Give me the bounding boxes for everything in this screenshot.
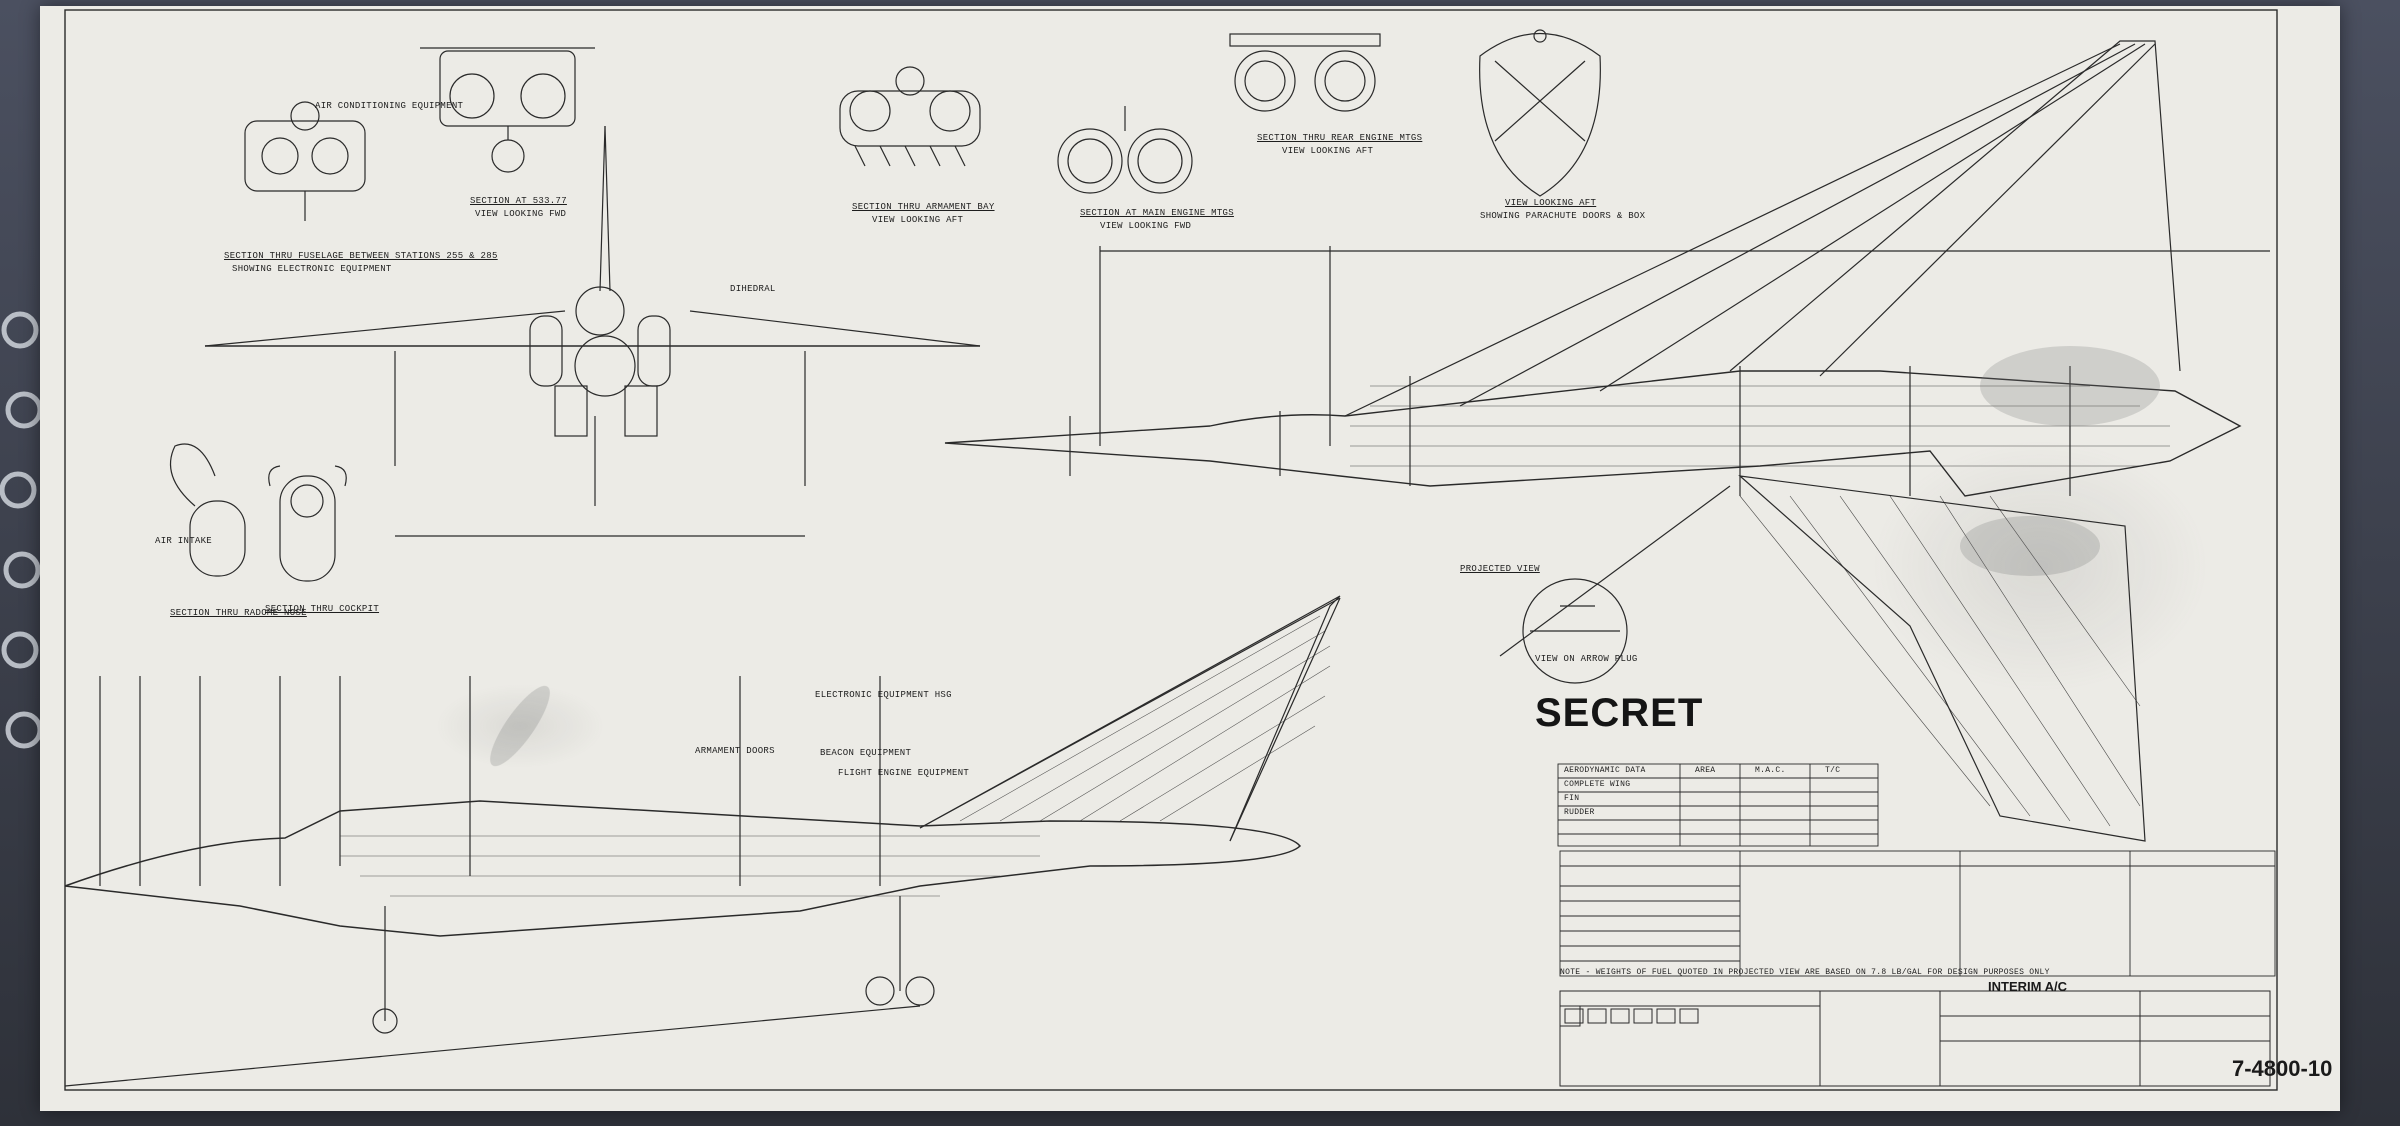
- dihedral-label: DIHEDRAL: [730, 284, 776, 294]
- section-armament-label: SECTION THRU ARMAMENT BAY: [852, 202, 995, 212]
- section-533-sketch: [420, 47, 595, 173]
- blueprint-sheet: SECTION THRU FUSELAGE BETWEEN STATIONS 2…: [40, 6, 2340, 1111]
- view-looking-aft-label: VIEW LOOKING AFT: [1505, 198, 1597, 208]
- front-view-sketch: [204, 125, 981, 537]
- section-rear-engine-sublabel: VIEW LOOKING AFT: [1282, 146, 1374, 156]
- table-cell: RUDDER: [1564, 808, 1595, 817]
- section-fuselage-sublabel: SHOWING ELECTRONIC EQUIPMENT: [232, 264, 392, 274]
- flight-engine-equip-label: FLIGHT ENGINE EQUIPMENT: [838, 768, 970, 778]
- air-intake-label: AIR INTAKE: [155, 536, 213, 546]
- section-main-engine-label: SECTION AT MAIN ENGINE MTGS: [1080, 208, 1234, 218]
- section-armament-sublabel: VIEW LOOKING AFT: [872, 215, 964, 225]
- classification-stamp: SECRET: [1535, 691, 1704, 735]
- projected-view-label: PROJECTED VIEW: [1460, 564, 1540, 574]
- section-fuselage-sketch: [244, 101, 366, 221]
- plan-view: [944, 40, 2270, 842]
- view-looking-aft-sketch: [1479, 29, 1601, 197]
- section-main-engine-sketch: [1057, 106, 1193, 194]
- section-533-label: SECTION AT 533.77: [470, 196, 567, 206]
- geometric-data-table: [1557, 763, 1879, 847]
- section-armament-sketch: [839, 66, 981, 167]
- table-header: T/C: [1825, 766, 1841, 775]
- cockpit-section-sketch: [268, 465, 347, 582]
- technical-drawing: [64, 9, 2278, 1091]
- radome-section-sketch: [169, 443, 246, 577]
- side-elevation: [64, 595, 1341, 1087]
- table-header: AREA: [1695, 766, 1716, 775]
- view-looking-aft-sublabel: SHOWING PARACHUTE DOORS & BOX: [1480, 211, 1646, 221]
- section-main-engine-sublabel: VIEW LOOKING FWD: [1100, 221, 1192, 231]
- section-rear-engine-sketch: [1229, 33, 1381, 112]
- section-cockpit-label: SECTION THRU COCKPIT: [265, 604, 380, 614]
- section-rear-engine-label: SECTION THRU REAR ENGINE MTGS: [1257, 133, 1423, 143]
- table-header: AERODYNAMIC DATA: [1564, 766, 1646, 775]
- armament-doors-label: ARMAMENT DOORS: [695, 746, 775, 756]
- table-header: M.A.C.: [1755, 766, 1786, 775]
- weights-note: NOTE - WEIGHTS OF FUEL QUOTED IN PROJECT…: [1560, 968, 2050, 977]
- table-cell: FIN: [1564, 794, 1580, 803]
- electronic-equip-label: ELECTRONIC EQUIPMENT HSG: [815, 690, 952, 700]
- side-elevation-hatching: [340, 615, 1331, 897]
- view-on-arrow-label: VIEW ON ARROW PLUG: [1535, 654, 1638, 664]
- plan-view-hatching: [1350, 385, 2170, 827]
- weights-table: [1559, 850, 2276, 977]
- beacon-equipment-label: BEACON EQUIPMENT: [820, 748, 912, 758]
- section-fuselage-label: SECTION THRU FUSELAGE BETWEEN STATIONS 2…: [224, 251, 498, 261]
- section-radome-label: SECTION THRU RADOME NOSE: [170, 608, 307, 618]
- air-conditioning-label: AIR CONDITIONING EQUIPMENT: [315, 101, 464, 111]
- drawing-number: 7-4800-10: [2232, 1056, 2333, 1081]
- table-cell: COMPLETE WING: [1564, 780, 1631, 789]
- title-block-issue: INTERIM A/C: [1988, 979, 2067, 994]
- title-block: [1559, 990, 2271, 1087]
- smudges: [490, 346, 2160, 767]
- section-533-sublabel: VIEW LOOKING FWD: [475, 209, 567, 219]
- view-on-arrow-sketch: [1522, 578, 1628, 684]
